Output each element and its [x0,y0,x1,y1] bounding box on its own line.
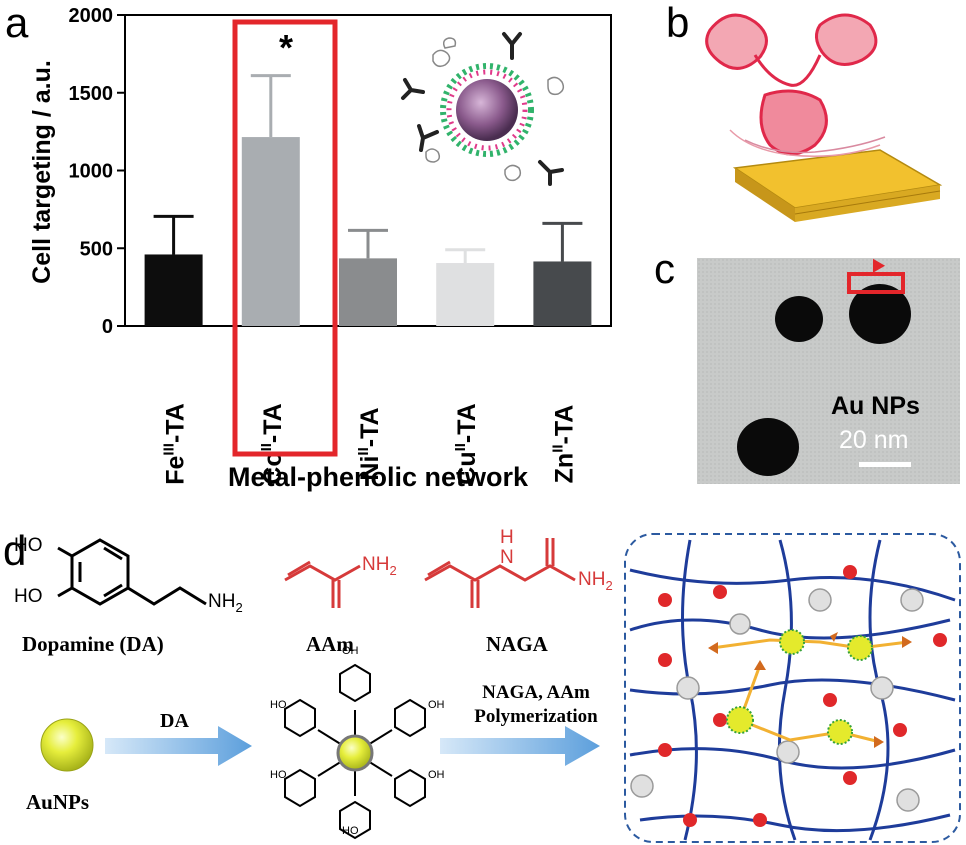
au-nanoparticle [849,284,911,344]
dopamine-nh2: NH2 [208,592,243,614]
nh2-subscript: 2 [605,577,613,593]
y-tick-label: 2000 [69,5,114,27]
gold-substrate [732,149,943,222]
naga-h: H [500,527,514,548]
aam-name: AAm [306,632,354,656]
y-axis-label: Cell targeting / a.u. [28,60,56,284]
aunps-label: AuNPs [26,790,90,814]
tem-image: Au NPs 20 nm [697,255,960,484]
naga-structure [424,538,576,608]
nh-text: NH [362,554,390,575]
nh2-subscript: 2 [389,562,397,578]
nh-text: NH [578,569,606,590]
arrow-label-polymerization: Polymerization [474,706,598,727]
ho-label: HO [270,699,287,711]
ho-label: HO [342,825,359,837]
nh-text: NH [208,591,236,612]
au-nanoparticle [737,418,799,476]
bar [144,254,203,326]
significance-star: * [279,27,293,68]
naga-n: N [500,547,514,568]
selection-arrow [866,255,886,273]
nh2-subscript: 2 [235,599,243,615]
panel-label-b: b [666,0,690,46]
y-tick-label: 500 [80,238,113,260]
au-nanoparticle [775,296,823,342]
synthesis-scheme [40,533,961,843]
catechol-functionalized-np [284,663,426,840]
aam-structure [284,560,361,608]
x-tick-label: CuII-TA [452,403,481,484]
x-tick-label: NiII-TA [355,407,384,480]
scale-bar [859,462,911,467]
antibody-surface-illustration [705,13,943,222]
au-nps-label: Au NPs [831,392,920,420]
oh-label: OH [342,645,359,657]
panel-label-d: d [3,527,27,574]
dopamine-name: Dopamine (DA) [22,632,164,656]
bar [533,261,592,326]
dopamine-ho-bottom: HO [14,586,43,607]
bar [436,263,495,326]
dopamine-structure [57,538,207,606]
oh-label: OH [428,699,445,711]
arrow-da [105,726,252,766]
arrow-label-da: DA [160,710,189,732]
dopamine-ho-top: HO [14,535,43,556]
panel-label-c: c [654,245,675,292]
x-axis-label: Metal-phenolic network [228,462,529,492]
x-tick-label: CoII-TA [258,403,287,484]
x-tick-label: ZnII-TA [549,405,578,484]
y-tick-label: 0 [102,316,113,338]
naga-nh2: NH2 [578,570,613,592]
y-tick-label: 1000 [69,161,114,183]
scale-bar-label: 20 nm [839,426,909,454]
hydrogel-network [624,533,961,843]
panel-label-a: a [5,0,29,46]
bar [339,258,397,326]
oh-label: OH [428,769,445,781]
arrow-polymerization [440,726,600,766]
aunp-ball [40,718,94,772]
arrow-label-reagents: NAGA, AAm [482,682,590,703]
naga-name: NAGA [486,632,548,656]
selection-box [847,272,905,294]
x-tick-label: FeIII-TA [161,403,190,485]
highlight-box [232,19,338,457]
bar [241,137,300,326]
y-tick-label: 1500 [69,83,114,105]
bar-chart: Cell targeting / a.u. 0 500 1000 1500 2000 F… [28,5,612,492]
aam-nh2: NH2 [362,555,397,577]
antibody-structure [705,13,886,157]
nanoparticle-antibody-illustration [401,32,565,186]
ho-label: HO [270,769,287,781]
